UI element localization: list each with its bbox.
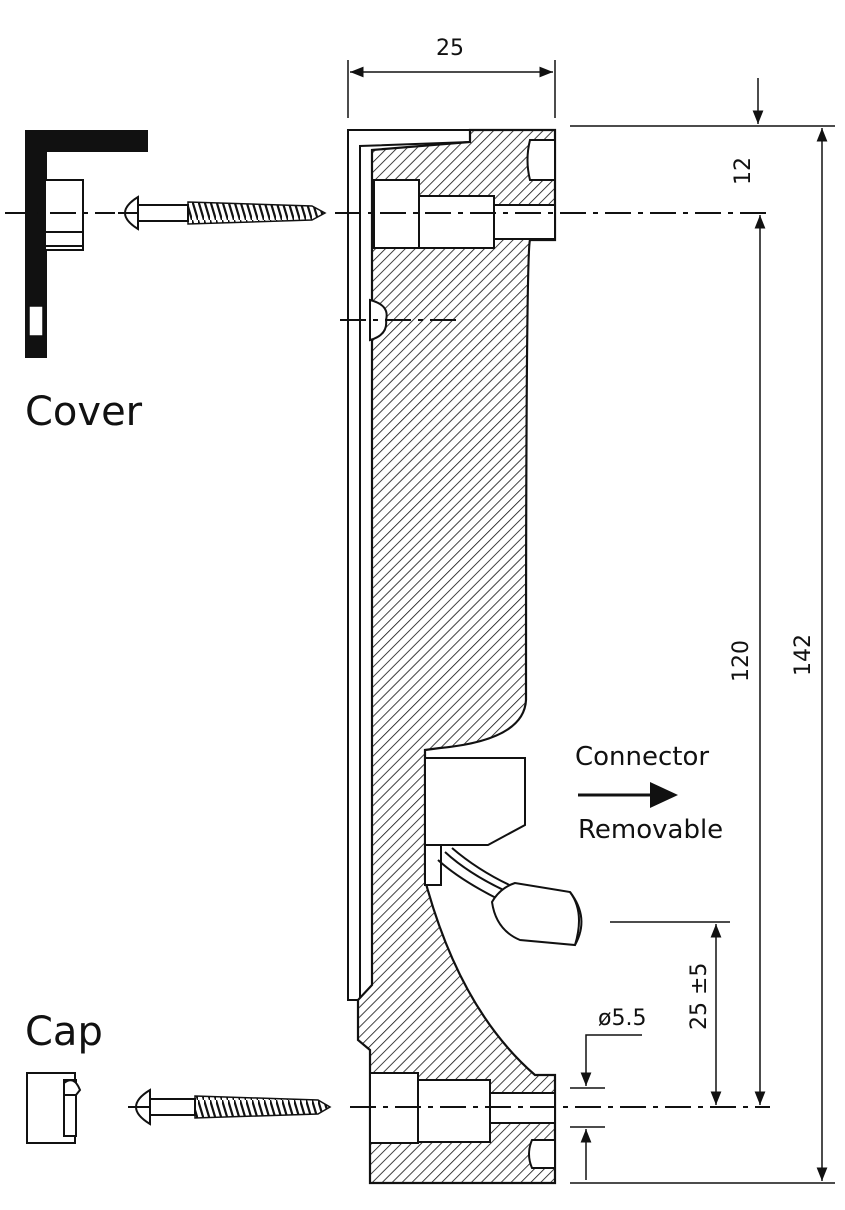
- dim-width: [348, 60, 555, 118]
- housing-section: [348, 130, 555, 1183]
- dim-diameter-label: ø5.5: [598, 1006, 646, 1031]
- cap-part: [27, 1073, 80, 1143]
- bottom-screw: [128, 1090, 330, 1124]
- removable-arrow: [578, 782, 678, 808]
- cable: [438, 848, 581, 945]
- dim-120-label: 120: [729, 640, 754, 682]
- connector-label: Connector: [575, 742, 709, 772]
- dim-12-label: 12: [731, 157, 756, 185]
- cover-part: [25, 130, 148, 358]
- dim-142-label: 142: [791, 634, 816, 676]
- cover-label: Cover: [25, 389, 143, 435]
- removable-label: Removable: [578, 815, 723, 845]
- dim-cable-label: 25 ±5: [687, 963, 712, 1030]
- dim-width-label: 25: [436, 36, 464, 61]
- top-screw: [118, 197, 325, 229]
- cap-label: Cap: [25, 1009, 103, 1055]
